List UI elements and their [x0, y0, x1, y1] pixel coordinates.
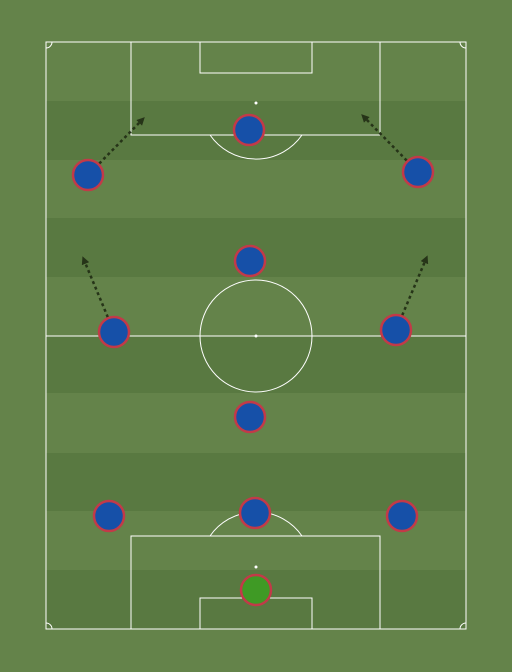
player-marker-striker[interactable]: [232, 113, 266, 147]
player-marker-right-midfielder[interactable]: [379, 313, 413, 347]
centre-circle: [199, 279, 313, 393]
player-marker-attacking-midfielder[interactable]: [233, 244, 267, 278]
pitch-spots: [254, 101, 258, 569]
movement-arrows: [81, 114, 429, 318]
movement-arrow-right-midfielder: [401, 255, 429, 316]
player-marker-left-back[interactable]: [92, 499, 126, 533]
movement-arrow-left-midfielder: [81, 256, 109, 318]
top-penalty-arc: [209, 134, 303, 160]
players: [71, 113, 435, 607]
player-marker-right-back[interactable]: [385, 499, 419, 533]
player-marker-centre-back[interactable]: [238, 496, 272, 530]
corner-arc-bottom-left: [45, 622, 53, 630]
top-goal-box: [199, 41, 313, 74]
player-marker-right-forward[interactable]: [401, 155, 435, 189]
movement-arrow-right-forward: [361, 114, 408, 162]
centre-spot: [254, 334, 258, 338]
player-marker-goalkeeper[interactable]: [239, 573, 273, 607]
top-penalty-spot: [254, 101, 258, 105]
player-marker-defensive-midfielder[interactable]: [233, 400, 267, 434]
movement-arrow-left-forward: [98, 117, 145, 165]
player-marker-left-forward[interactable]: [71, 158, 105, 192]
corner-arc-top-left: [45, 41, 53, 49]
corner-arc-top-right: [459, 41, 467, 49]
bottom-penalty-spot: [254, 565, 258, 569]
player-marker-left-midfielder[interactable]: [97, 315, 131, 349]
corner-arc-bottom-right: [459, 622, 467, 630]
